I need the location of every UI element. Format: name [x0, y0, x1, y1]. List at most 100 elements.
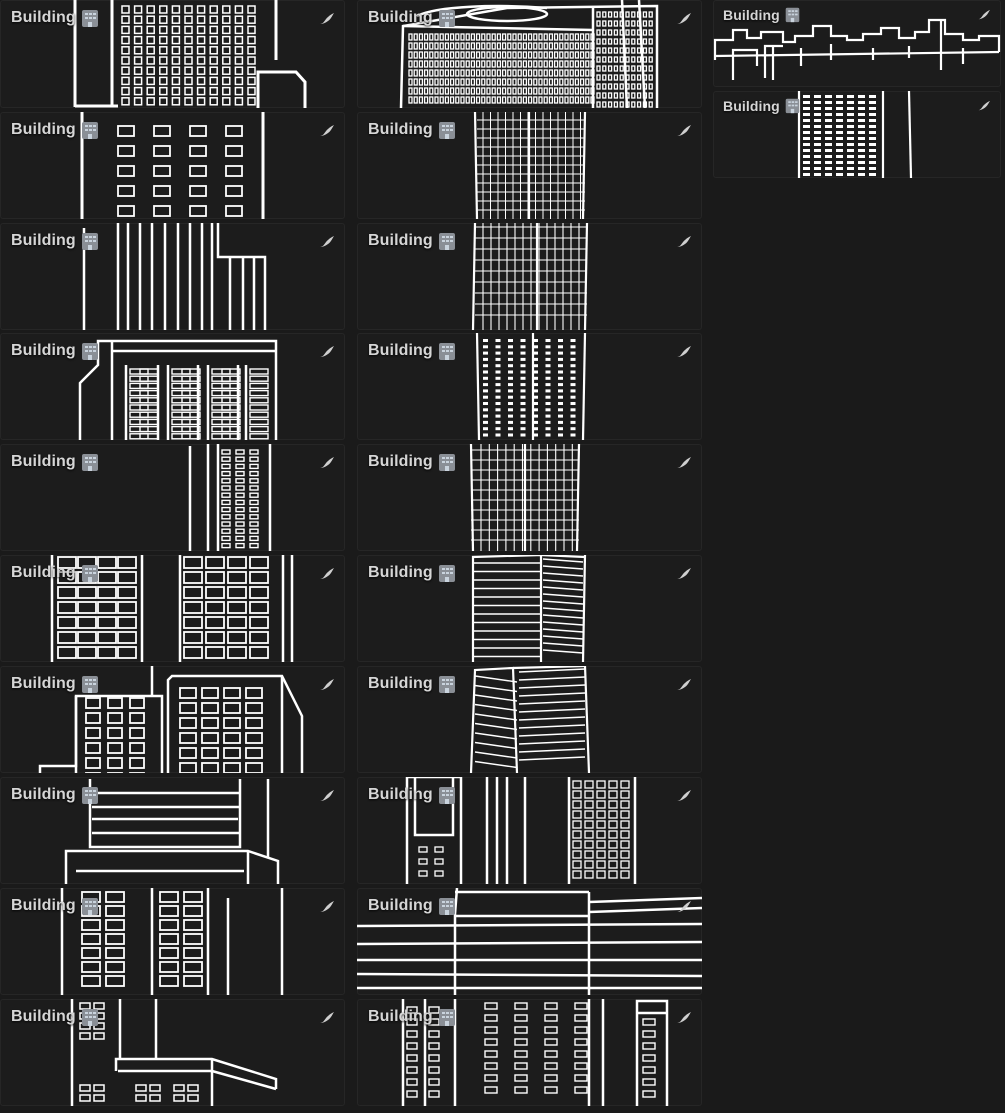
building-icon: [81, 454, 98, 471]
brush-card[interactable]: Building: [0, 223, 345, 330]
brush-preview: [357, 888, 702, 995]
brush-card[interactable]: Building: [0, 666, 345, 773]
brush-card[interactable]: Building: [357, 777, 702, 884]
brush-title: Building: [368, 675, 433, 692]
brush-preview: [60, 888, 284, 995]
brush-title: Building: [11, 232, 76, 249]
brush-stroke-icon: [677, 457, 691, 468]
building-icon: [438, 233, 455, 250]
brush-stroke-icon: [677, 679, 691, 690]
brush-preview: [188, 444, 272, 551]
brush-title: Building: [368, 564, 433, 581]
brush-card[interactable]: Building: [0, 112, 345, 219]
brush-stroke-icon: [677, 790, 691, 801]
building-icon: [81, 676, 98, 693]
brush-card[interactable]: Building: [357, 666, 702, 773]
brush-preview: [64, 779, 280, 884]
brush-card[interactable]: Building: [357, 999, 702, 1106]
brush-title: Building: [368, 786, 433, 803]
brush-card[interactable]: Building: [713, 0, 1001, 87]
building-icon: [438, 454, 455, 471]
building-icon: [438, 1009, 455, 1026]
brush-card[interactable]: Building: [357, 223, 702, 330]
brush-card[interactable]: Building: [357, 888, 702, 995]
brush-card[interactable]: Building: [0, 333, 345, 440]
brush-preview: [73, 0, 307, 108]
brush-preview: [471, 555, 587, 662]
brush-stroke-icon: [320, 568, 334, 579]
building-icon: [438, 122, 455, 139]
brush-preview: [469, 444, 581, 551]
brush-preview: [399, 0, 659, 108]
building-icon: [438, 787, 455, 804]
brush-card[interactable]: Building: [357, 0, 702, 108]
brush-stroke-icon: [320, 1012, 334, 1023]
brush-stroke-icon: [320, 236, 334, 247]
brush-title: Building: [11, 897, 76, 914]
brush-stroke-icon: [677, 346, 691, 357]
brush-preview: [401, 999, 669, 1106]
brush-title: Building: [11, 121, 76, 138]
brush-preview: [475, 333, 587, 440]
brush-title: Building: [723, 6, 780, 23]
brush-title: Building: [11, 786, 76, 803]
brush-preview: [50, 555, 294, 662]
brush-stroke-icon: [320, 679, 334, 690]
brush-title: Building: [368, 453, 433, 470]
brush-preview: [80, 112, 265, 219]
brush-title: Building: [11, 564, 76, 581]
brush-card[interactable]: Building: [0, 0, 345, 108]
brush-stroke-icon: [320, 13, 334, 24]
brush-card[interactable]: Building: [0, 999, 345, 1106]
brush-title: Building: [368, 9, 433, 26]
brush-card[interactable]: Building: [357, 555, 702, 662]
building-icon: [81, 565, 98, 582]
brush-title: Building: [11, 675, 76, 692]
brush-card[interactable]: Building: [357, 333, 702, 440]
brush-stroke-icon: [320, 901, 334, 912]
brush-preview: [82, 223, 267, 330]
building-icon: [81, 122, 98, 139]
brush-preview: [471, 223, 589, 330]
brush-preview: [70, 999, 278, 1106]
brush-stroke-icon: [677, 901, 691, 912]
brush-title: Building: [368, 121, 433, 138]
building-icon: [438, 565, 455, 582]
brush-stroke-icon: [677, 1012, 691, 1023]
building-icon: [81, 1009, 98, 1026]
brush-card[interactable]: Building: [713, 91, 1001, 178]
brush-title: Building: [11, 9, 76, 26]
building-icon: [438, 676, 455, 693]
brush-preview: [38, 666, 304, 773]
brush-card[interactable]: Building: [0, 555, 345, 662]
building-icon: [438, 898, 455, 915]
building-icon: [438, 343, 455, 360]
brush-card[interactable]: Building: [357, 112, 702, 219]
brush-title: Building: [368, 1008, 433, 1025]
building-icon: [81, 10, 98, 27]
brush-stroke-icon: [677, 13, 691, 24]
brush-card[interactable]: Building: [0, 777, 345, 884]
brush-stroke-icon: [320, 457, 334, 468]
brush-preview: [713, 18, 1001, 80]
building-icon: [81, 898, 98, 915]
brush-title: Building: [11, 453, 76, 470]
building-icon: [81, 343, 98, 360]
brush-title: Building: [723, 97, 780, 114]
building-icon: [81, 233, 98, 250]
brush-card[interactable]: Building: [357, 444, 702, 551]
brush-stroke-icon: [320, 346, 334, 357]
brush-stroke-icon: [677, 236, 691, 247]
brush-preview: [473, 112, 587, 219]
brush-preview: [469, 666, 591, 773]
brush-card[interactable]: Building: [0, 888, 345, 995]
brush-title: Building: [368, 342, 433, 359]
building-icon: [81, 787, 98, 804]
brush-card[interactable]: Building: [0, 444, 345, 551]
brush-stroke-icon: [978, 9, 990, 20]
building-icon: [438, 10, 455, 27]
brush-preview: [405, 777, 637, 884]
brush-title: Building: [11, 1008, 76, 1025]
brush-title: Building: [11, 342, 76, 359]
